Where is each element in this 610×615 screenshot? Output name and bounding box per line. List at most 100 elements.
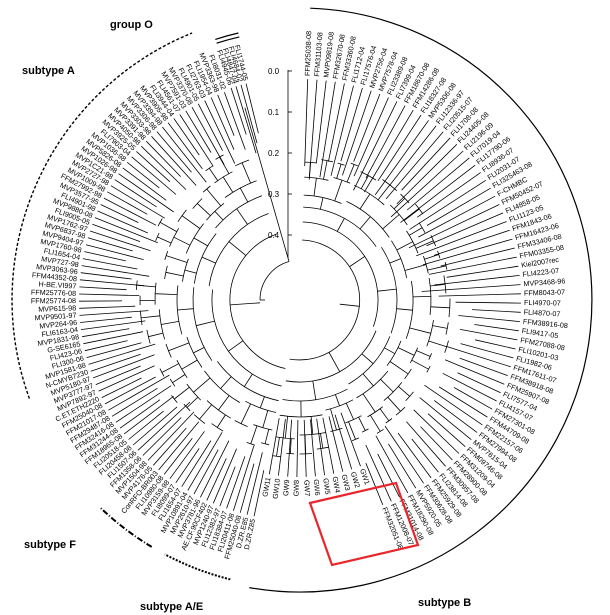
leaf-gw: GW3 bbox=[340, 473, 353, 491]
terminal-branch bbox=[79, 279, 144, 287]
terminal-branch bbox=[141, 145, 187, 190]
clade-arc bbox=[206, 202, 225, 221]
leaf-subtype-b: FFM31103-08 bbox=[312, 32, 324, 77]
terminal-branch bbox=[217, 94, 235, 136]
terminal-branch bbox=[453, 387, 493, 410]
terminal-branch bbox=[93, 354, 155, 379]
internal-branch bbox=[380, 379, 394, 393]
terminal-branch bbox=[146, 140, 181, 177]
terminal-branch bbox=[122, 167, 167, 201]
clade-arc bbox=[146, 329, 151, 344]
internal-branch bbox=[396, 241, 413, 251]
terminal-branch bbox=[474, 324, 519, 332]
clade-arc bbox=[234, 420, 248, 427]
internal-branch bbox=[222, 176, 234, 193]
internal-branch bbox=[228, 340, 244, 352]
clade-arc bbox=[169, 227, 180, 247]
group-label-subtype-ae: subtype A/E bbox=[140, 601, 203, 613]
leaf-subtype-a: MVP264-96 bbox=[39, 318, 78, 331]
clade-arc bbox=[193, 414, 206, 424]
clade-arc bbox=[354, 184, 385, 206]
clade-arc bbox=[405, 391, 414, 401]
internal-branch bbox=[361, 353, 374, 365]
internal-branch bbox=[284, 416, 288, 439]
internal-branch bbox=[259, 396, 265, 409]
internal-branch bbox=[276, 437, 280, 457]
internal-branch bbox=[308, 162, 311, 178]
leaf-subtype-a: MVP615-98 bbox=[38, 303, 76, 313]
terminal-branch bbox=[296, 419, 299, 478]
terminal-branch bbox=[424, 384, 483, 426]
internal-branch bbox=[172, 374, 186, 384]
terminal-branch bbox=[240, 84, 258, 144]
terminal-branch bbox=[179, 114, 214, 167]
internal-branch bbox=[323, 160, 328, 180]
terminal-branch bbox=[162, 126, 207, 183]
terminal-branch bbox=[363, 109, 414, 193]
leaf-subtype-b: FFM8043-07 bbox=[524, 287, 565, 297]
clade-arc bbox=[289, 239, 360, 361]
internal-branch bbox=[250, 425, 258, 444]
terminal-branch bbox=[433, 400, 478, 433]
leaf-subtype-b: FLI4870-07 bbox=[523, 307, 560, 318]
terminal-branch bbox=[224, 92, 246, 150]
clade-arc bbox=[260, 442, 270, 446]
terminal-branch bbox=[365, 463, 384, 506]
group-label-o: group O bbox=[110, 19, 153, 31]
scale-tick-label: 0.0 bbox=[268, 67, 280, 76]
terminal-branch bbox=[110, 185, 165, 219]
terminal-branch bbox=[82, 258, 138, 270]
clade-arc bbox=[245, 400, 277, 413]
leaf-subtype-a: FFM25774-08 bbox=[31, 296, 76, 305]
subtype-f-arc bbox=[99, 506, 153, 548]
internal-branch bbox=[339, 303, 360, 307]
terminal-branch bbox=[191, 107, 225, 165]
terminal-branch bbox=[118, 173, 174, 213]
terminal-branch bbox=[304, 79, 309, 167]
internal-branch bbox=[430, 306, 450, 309]
terminal-branch bbox=[460, 343, 514, 359]
internal-branch bbox=[159, 221, 177, 232]
clade-arc bbox=[321, 159, 333, 163]
internal-branch bbox=[335, 394, 340, 406]
internal-branch bbox=[161, 321, 179, 325]
internal-branch bbox=[370, 414, 381, 432]
clade-arc bbox=[444, 340, 449, 353]
internal-branch bbox=[241, 162, 251, 184]
terminal-branch bbox=[82, 328, 130, 338]
terminal-branch bbox=[167, 122, 203, 170]
terminal-branch bbox=[421, 284, 521, 292]
clade-arc bbox=[206, 400, 231, 419]
terminal-branch bbox=[406, 157, 470, 211]
terminal-branch bbox=[442, 372, 497, 402]
internal-branch bbox=[197, 203, 211, 216]
internal-branch bbox=[396, 308, 413, 311]
clade-arc bbox=[437, 250, 441, 259]
leaf-gw: GW8 bbox=[292, 480, 301, 497]
terminal-branch bbox=[86, 342, 142, 358]
terminal-branch bbox=[389, 125, 437, 186]
internal-branch bbox=[264, 429, 270, 444]
leaf-subtype-b: FLI4970-07 bbox=[524, 298, 561, 308]
terminal-branch bbox=[253, 470, 265, 517]
terminal-branch bbox=[433, 229, 510, 256]
internal-branch bbox=[174, 386, 190, 400]
terminal-branch bbox=[89, 230, 151, 252]
terminal-branch bbox=[340, 87, 363, 162]
leaf-gw: GW6 bbox=[312, 479, 322, 496]
internal-branch bbox=[193, 347, 205, 354]
clade-arc bbox=[302, 221, 379, 327]
internal-branch bbox=[397, 347, 415, 356]
internal-branch bbox=[362, 373, 374, 387]
highlight-box bbox=[308, 481, 420, 567]
internal-branch bbox=[140, 315, 160, 319]
terminal-branch bbox=[246, 452, 263, 515]
terminal-branch bbox=[420, 426, 453, 461]
clade-arc bbox=[135, 280, 138, 291]
terminal-branch bbox=[84, 340, 128, 352]
terminal-branch bbox=[169, 431, 205, 479]
terminal-branch bbox=[384, 425, 424, 484]
terminal-branch bbox=[151, 136, 197, 186]
terminal-branch bbox=[365, 444, 392, 502]
terminal-branch bbox=[90, 353, 141, 372]
